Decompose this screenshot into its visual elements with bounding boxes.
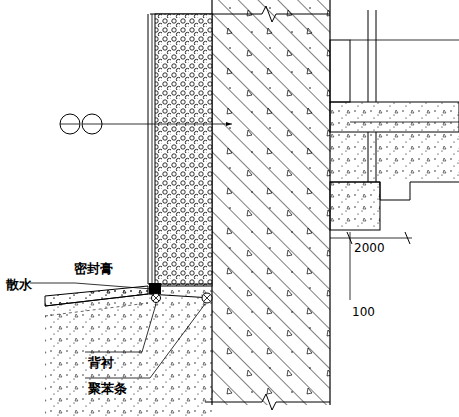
detail-callout [60,114,232,134]
finish-layer [152,14,153,284]
part-name: 聚苯条 [88,382,127,396]
beam [330,182,380,230]
floor-slab [330,102,459,132]
part-name: 背衬 [88,356,114,370]
pipe-line [376,10,377,102]
dimension-tick [347,232,352,244]
pipe-line [368,132,369,182]
insulation-board [155,14,212,286]
concrete-wall-texture [212,0,330,405]
break-line [205,394,330,410]
leader-line [85,304,205,378]
dimension: 100 [352,306,375,319]
finish-layer [148,14,149,284]
part-name: 散水 [6,278,32,292]
backer-rod [152,294,161,303]
floor-fill [330,132,459,182]
leader-line [30,283,152,289]
polystyrene-strip [202,293,212,303]
dimension-tick [405,232,410,244]
dimension: 2000 [354,242,385,255]
dimension-line [330,238,412,239]
leader-line [85,304,156,352]
ground-fill [45,286,212,417]
base-layer [45,303,148,316]
upper-line [350,40,459,41]
floor-layer [350,122,459,123]
part-name: 密封膏 [74,262,113,276]
apron-base [45,294,212,306]
pipe-line [368,10,369,102]
parapet [330,40,350,102]
concrete-wall [212,0,330,405]
pipe-line [376,132,377,182]
sealant [149,283,161,294]
dimension-extension [350,232,351,300]
